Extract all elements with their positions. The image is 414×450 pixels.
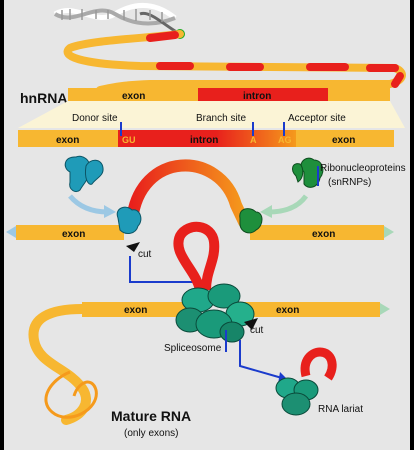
spliceosome-icon — [175, 283, 255, 343]
cut-arrow-2 — [239, 340, 283, 379]
snrnp-label-1: Ribonucleoproteins — [320, 163, 406, 174]
detail-exon-left-label: exon — [56, 135, 79, 146]
hnrna-intron — [198, 88, 328, 101]
snrnp-blue-arrowhead — [104, 205, 116, 218]
scissors-cut-icon-2 — [244, 318, 258, 330]
site-markers — [120, 122, 285, 136]
snrnp-label-2: (snRNPs) — [328, 177, 371, 188]
hnrna-label: hnRNA — [20, 90, 67, 106]
mature-rna-strand — [28, 304, 91, 425]
mature-rna-sublabel: (only exons) — [124, 428, 178, 439]
hnrna-exon-right — [328, 88, 390, 101]
strand-end-left — [6, 226, 16, 238]
gu-label: GU — [122, 135, 136, 145]
step2-exon-right-label: exon — [312, 229, 335, 240]
branch-site-label: Branch site — [196, 113, 246, 124]
step2-exon-left-label: exon — [62, 229, 85, 240]
step3-exon-left — [82, 302, 192, 317]
donor-site-label: Donor site — [72, 113, 118, 124]
released-lariat-loop — [300, 347, 337, 381]
detail-intron — [118, 130, 296, 147]
cut-label-2: cut — [250, 325, 264, 336]
released-spliceosome-icon — [275, 377, 319, 416]
rna-lariat-label: RNA lariat — [318, 404, 363, 415]
mature-rna-label: Mature RNA — [111, 408, 191, 424]
step3-exon-right-label: exon — [276, 305, 299, 316]
detail-exon-right — [296, 130, 394, 147]
step2-exon-right — [250, 225, 384, 240]
step3-exon-right — [244, 302, 380, 317]
acceptor-site-label: Acceptor site — [288, 113, 346, 124]
step3-exon-left-label: exon — [124, 305, 147, 316]
snrnp-green-bound — [239, 208, 263, 234]
intron-arch — [126, 159, 250, 228]
zoom-highlight — [18, 101, 405, 128]
cut-label-1: cut — [138, 249, 152, 260]
a-label: A — [250, 135, 257, 145]
ag-label: AG — [278, 135, 292, 145]
dna-helix-icon — [53, 2, 185, 39]
mature-rna-strand-thin — [44, 370, 98, 419]
strand-end-right — [384, 226, 394, 238]
spliceosome-label: Spliceosome — [164, 343, 222, 354]
hnrna-exon-label: exon — [122, 91, 145, 102]
strand-end-right-2 — [380, 303, 390, 315]
detail-intron-label: intron — [190, 135, 218, 146]
snrnp-green-arrowhead — [260, 205, 272, 218]
detail-exon-right-label: exon — [332, 135, 355, 146]
cut-arrow-1 — [129, 256, 196, 283]
scissors-cut-icon — [126, 242, 140, 252]
hnrna-strand — [63, 30, 406, 94]
step2-exon-left — [16, 225, 124, 240]
snrnp-blue-icon — [64, 155, 104, 193]
hnrna-intron-label: intron — [243, 91, 271, 102]
hnrna-exon-left — [68, 88, 198, 101]
snrnp-blue-bound — [116, 206, 142, 234]
lariat-loop — [173, 222, 220, 292]
detail-exon-left — [18, 130, 118, 147]
